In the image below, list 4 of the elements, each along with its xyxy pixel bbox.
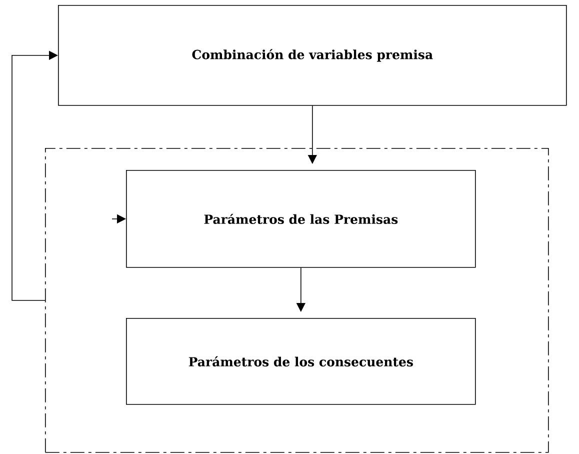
dashed-frame — [45, 148, 549, 453]
process-box: Combinación de variables premisa — [58, 5, 567, 106]
process-box: Parámetros de los consecuentes — [126, 318, 476, 405]
process-box: Parámetros de las Premisas — [126, 170, 476, 268]
